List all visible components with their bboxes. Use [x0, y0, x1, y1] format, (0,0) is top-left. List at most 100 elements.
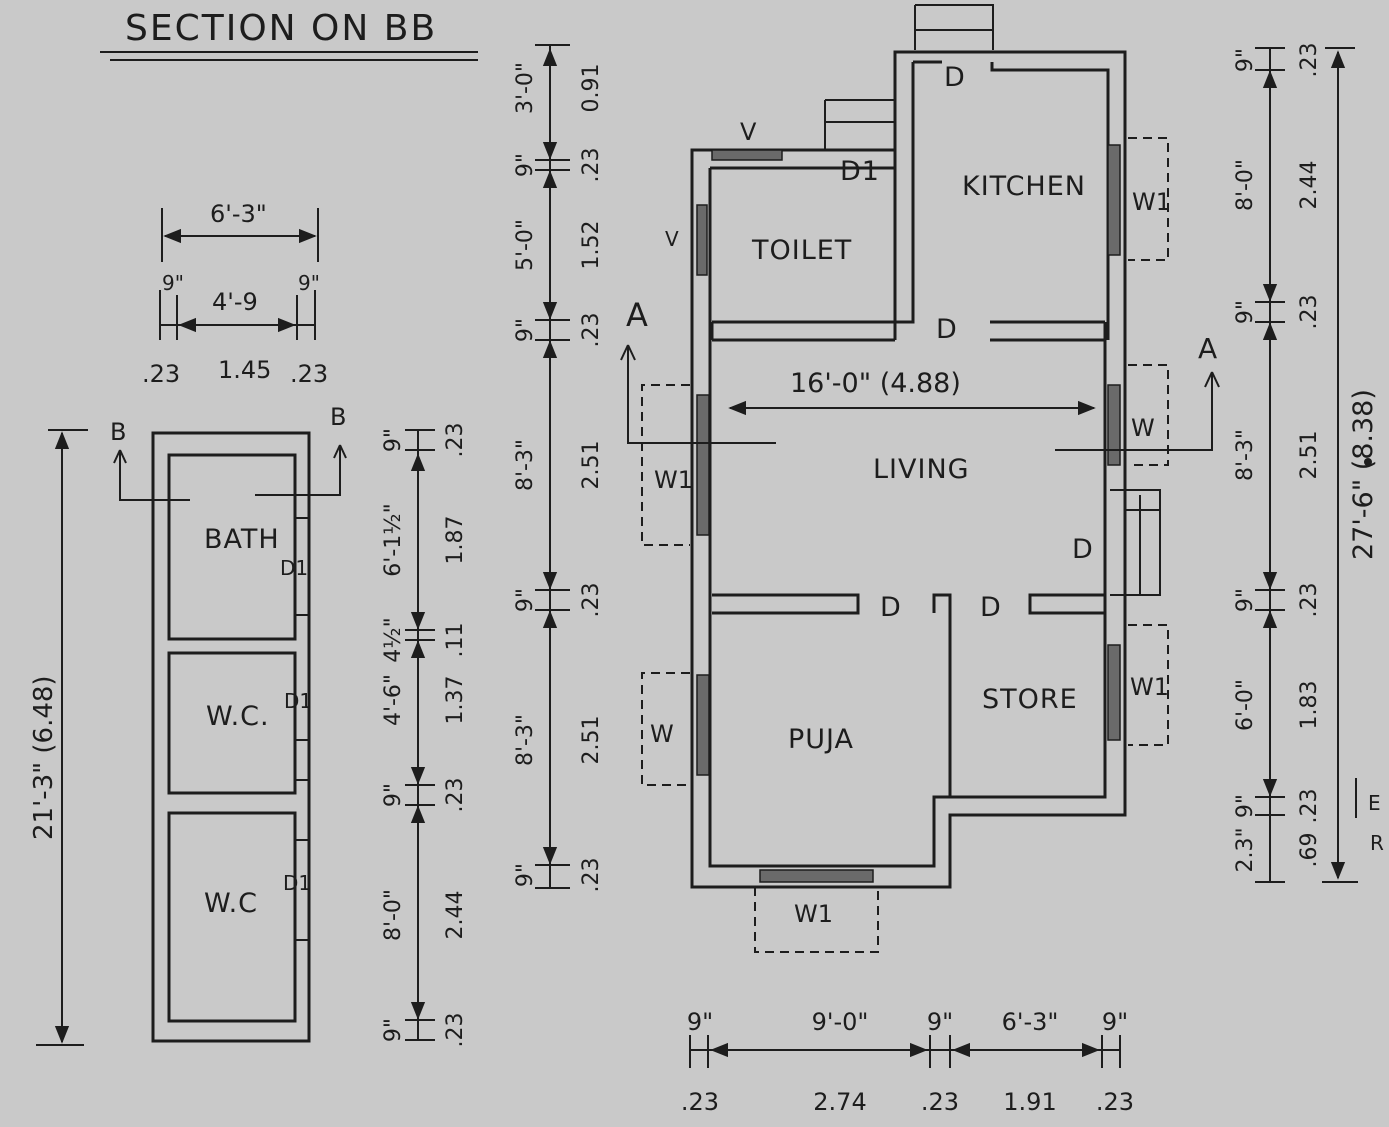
door-d1-bath: D1 — [280, 556, 308, 580]
door-store: D — [980, 592, 1002, 623]
plan-right-dim-metric: 1.83 — [1297, 681, 1322, 730]
plan-bottom-dim-metric: 2.74 — [813, 1088, 866, 1116]
plan-right-dim-imperial: 8'-3" — [1233, 429, 1258, 481]
section-dim-metric: 2.44 — [443, 891, 468, 940]
plan-bottom-dim-imperial: 9" — [1102, 1008, 1128, 1036]
section-dim-imperial: 4½" — [381, 617, 406, 662]
room-puja: PUJA — [788, 724, 854, 755]
plan-left-dim-metric: 1.52 — [579, 221, 604, 270]
room-kitchen: KITCHEN — [962, 171, 1086, 202]
plan-left-dim-metric: .23 — [579, 583, 604, 618]
cut-b-left: B — [110, 418, 126, 446]
plan-left-dim-imperial: 9" — [513, 153, 538, 177]
section-metric-inner: 1.45 — [218, 356, 271, 384]
plan-right-dim-imperial: 9" — [1233, 48, 1258, 72]
section-dim-imperial: 9" — [381, 783, 406, 807]
plan-bottom-dim-metric: .23 — [1096, 1088, 1134, 1116]
plan-bottom-dims: 9" .23 9'-0" 2.74 9" .23 6'-3" 1.91 9" .23 — [681, 1008, 1134, 1116]
living-width-dim: 16'-0" (4.88) — [790, 368, 961, 399]
section-dim-metric: .23 — [443, 1013, 468, 1048]
cut-a-right: A — [1198, 332, 1217, 365]
plan-right-dim-imperial: 6'-0" — [1233, 679, 1258, 731]
plan-left-dim-imperial: 9" — [513, 863, 538, 887]
room-wc-1: W.C. — [206, 701, 270, 732]
door-kitchen-top: D — [944, 62, 966, 93]
section-metric-left: .23 — [142, 360, 180, 388]
plan-right-dim-metric: .23 — [1297, 295, 1322, 330]
section-dim-imperial: 4'-6" — [381, 674, 406, 726]
plan-left-dim-imperial: 8'-3" — [513, 714, 538, 766]
ventilator-top: V — [740, 118, 757, 146]
plan-right-dim-imperial: 9" — [1233, 300, 1258, 324]
plan-right-dim-imperial: 9" — [1233, 794, 1258, 818]
plan-left-dim-metric: .23 — [579, 313, 604, 348]
plan-overall-height: 27'-6" (8.38) — [1348, 389, 1379, 560]
plan-bottom-dim-metric: 1.91 — [1003, 1088, 1056, 1116]
plan-bottom-dim-imperial: 6'-3" — [1002, 1008, 1059, 1036]
section-dim-imperial: 8'-0" — [381, 889, 406, 941]
window-living-left: W1 — [654, 466, 693, 494]
section-dim-metric: .11 — [443, 623, 468, 658]
room-toilet: TOILET — [751, 235, 852, 266]
plan-left-dim-metric: .23 — [579, 858, 604, 893]
plan-bottom-dim-imperial: 9" — [927, 1008, 953, 1036]
room-wc-2: W.C — [204, 888, 258, 919]
window-bottom: W1 — [794, 900, 833, 928]
plan-left-dim-imperial: 9" — [513, 588, 538, 612]
section-overall-height: 21'-3" (6.48) — [29, 675, 59, 840]
section-wall-left: 9" — [162, 271, 184, 295]
plan-bottom-dim-metric: .23 — [681, 1088, 719, 1116]
edge-letter-e: E — [1368, 791, 1381, 815]
plan-right-dim-imperial: 9" — [1233, 588, 1258, 612]
room-store: STORE — [982, 684, 1078, 715]
door-d1-wc2: D1 — [283, 871, 311, 895]
plan-bottom-dim-metric: .23 — [921, 1088, 959, 1116]
section-dim-imperial: 9" — [381, 428, 406, 452]
room-living: LIVING — [873, 454, 970, 485]
section-dim-metric: 1.87 — [443, 516, 468, 565]
plan-left-dim-metric: .23 — [579, 148, 604, 183]
plan-labels: TOILET KITCHEN LIVING PUJA STORE 16'-0" … — [626, 62, 1217, 928]
edge-letter-r: R — [1370, 831, 1384, 855]
section-dim-imperial: 9" — [381, 1018, 406, 1042]
ventilator-left: V — [665, 227, 679, 251]
plan-left-dim-metric: 2.51 — [579, 716, 604, 765]
door-puja: D — [880, 592, 902, 623]
door-d1-wc1: D1 — [284, 689, 312, 713]
plan-left-dim-imperial: 5'-0" — [513, 219, 538, 271]
plan-right-dim-imperial: 2.3" — [1233, 827, 1258, 872]
window-kitchen: W1 — [1132, 188, 1171, 216]
plan-left-dim-imperial: 3'-0" — [513, 62, 538, 114]
door-living-side: D — [1072, 534, 1094, 565]
plan-bottom-dim-imperial: 9'-0" — [812, 1008, 869, 1036]
section-dim-imperial: 6'-1½" — [381, 503, 406, 576]
section-vertical-dims: 9" .23 6'-1½" 1.87 4½" .11 4'-6" 1.37 9" .23 8'-0"… — [381, 423, 468, 1048]
plan-right-dims: 9".238'-0"2.449".238'-3"2.519".236'-0"1.… — [1233, 43, 1379, 883]
plan-right-dim-metric: .69 — [1297, 833, 1322, 868]
window-puja-left: W — [650, 720, 674, 748]
section-dim-metric: .23 — [443, 778, 468, 813]
section-width-dims: 6'-3" 9" 4'-9 9" .23 1.45 .23 — [142, 200, 328, 388]
door-kitchen-living: D — [936, 314, 958, 345]
plan-right-dim-metric: .23 — [1297, 789, 1322, 824]
window-living-right: W — [1131, 414, 1155, 442]
section-overall-height-dim: 21'-3" (6.48) — [29, 429, 88, 1046]
plan-left-dim-metric: 0.91 — [579, 64, 604, 113]
floor-plan — [620, 4, 1220, 953]
section-metric-right: .23 — [290, 360, 328, 388]
plan-left-dims: 3'-0" 0.91 9" .23 5'-0" 1.52 9" .23 8'-3" 2.51 9".… — [513, 44, 604, 893]
section-dim-metric: 1.37 — [443, 676, 468, 725]
cut-a-left: A — [626, 296, 648, 334]
window-store: W1 — [1130, 673, 1169, 701]
section-dim-metric: .23 — [443, 423, 468, 458]
plan-left-dim-metric: 2.51 — [579, 441, 604, 490]
section-overall-width: 6'-3" — [210, 200, 267, 228]
plan-right-dim-metric: 2.51 — [1297, 431, 1322, 480]
door-toilet: D1 — [840, 156, 880, 187]
room-bath: BATH — [204, 524, 280, 555]
plan-bottom-dim-imperial: 9" — [687, 1008, 713, 1036]
plan-left-dim-imperial: 9" — [513, 318, 538, 342]
plan-left-dim-imperial: 8'-3" — [513, 439, 538, 491]
plan-right-dim-imperial: 8'-0" — [1233, 159, 1258, 211]
